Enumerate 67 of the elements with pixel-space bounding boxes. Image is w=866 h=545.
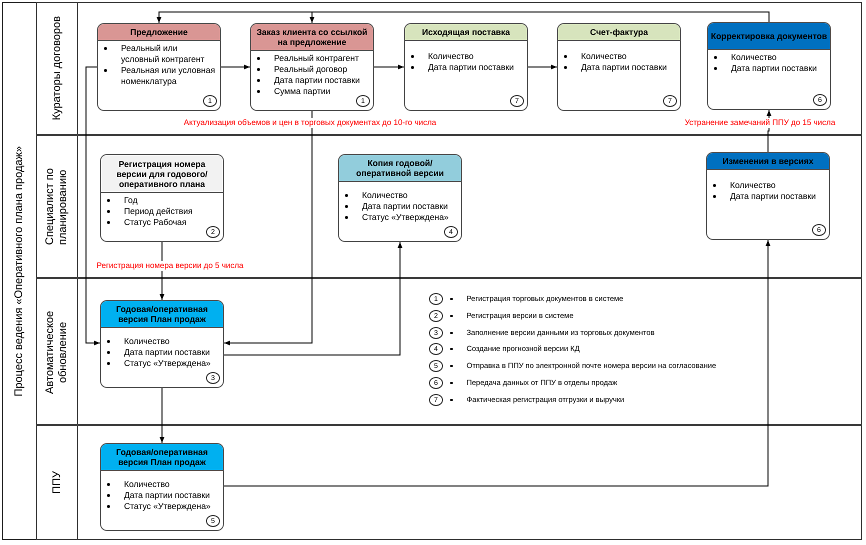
list-item: Дата партии поставки	[428, 62, 514, 73]
card-header: Годовая/оперативная версия План продаж	[101, 444, 223, 471]
card-header: Изменения в версиях	[707, 153, 829, 170]
process-card	[404, 23, 528, 111]
edge-label: Устранение замечаний ППУ до 15 числа	[684, 118, 836, 128]
lane-title: ППУ	[50, 471, 64, 494]
arrow	[310, 12, 770, 24]
list-item: Реальный договор	[274, 64, 348, 75]
list-item: Сумма партии	[274, 86, 330, 97]
list-item: Статус «Утверждена»	[362, 212, 449, 223]
process-card	[97, 23, 221, 111]
list-item: Статус «Утверждена»	[124, 501, 211, 512]
arrow	[374, 64, 404, 70]
list-item: Дата партии поставки	[731, 63, 817, 74]
list-item: Дата партии поставки	[730, 191, 816, 202]
card-header: Регистрация номера версии для годового/ оперативного плана	[101, 155, 223, 193]
list-item: Количество	[581, 51, 627, 62]
card-header: Корректировка документов	[708, 23, 830, 50]
list-item: Дата партии поставки	[581, 62, 667, 73]
list-item: Статус Рабочая	[124, 217, 187, 228]
arrow	[528, 64, 558, 70]
list-item: Реальная или условная номенклатура	[121, 65, 216, 87]
card-header: Годовая/оперативная версия План продаж	[101, 301, 223, 328]
card-header: Предложение	[98, 24, 220, 41]
edge-label: Регистрация номера версии до 5 числа	[96, 261, 244, 271]
swimlane	[36, 425, 862, 540]
process-card	[250, 23, 374, 111]
arrow	[160, 388, 164, 444]
list-item: Количество	[731, 52, 777, 63]
arrow	[86, 66, 100, 346]
arrow	[224, 110, 312, 346]
list-item: Количество	[730, 180, 776, 191]
swimlane	[36, 2, 862, 135]
process-card	[100, 443, 224, 531]
edge-label: Актуализация объемов и цен в торговых документах до 10-го числа	[182, 118, 438, 128]
process-card	[100, 300, 224, 388]
card-header: Исходящая поставка	[405, 24, 527, 41]
card-header: Счет-фактура	[558, 24, 680, 41]
card-header: Заказ клиента со ссылкой на предложение	[251, 24, 373, 51]
arrow	[224, 242, 402, 356]
list-item: Количество	[362, 190, 408, 201]
process-card	[706, 152, 830, 240]
lane-title: Автоматическое обновление	[44, 308, 70, 396]
list-item: Дата партии поставки	[124, 347, 210, 358]
lane-title: Кураторы договоров	[50, 16, 64, 121]
list-item: Реальный или условный контрагент	[121, 43, 206, 65]
list-item: Количество	[124, 479, 170, 490]
arrow	[220, 64, 250, 70]
list-item: Количество	[124, 336, 170, 347]
swimlane	[36, 278, 862, 425]
process-card	[557, 23, 681, 111]
list-item: Год	[124, 195, 138, 206]
process-card	[100, 154, 224, 242]
list-item: Статус «Утверждена»	[124, 358, 211, 369]
list-item: Реальный контрагент	[274, 53, 359, 64]
list-item: Период действия	[124, 206, 193, 217]
pool-title: Процесс ведения «Оперативного плана продаж»	[13, 146, 26, 396]
list-item: Дата партии поставки	[124, 490, 210, 501]
process-card	[338, 154, 462, 242]
arrow	[224, 240, 770, 486]
process-card	[707, 22, 831, 110]
list-item: Дата партии поставки	[274, 75, 360, 86]
card-header: Копия годовой/ оперативной версии	[339, 155, 461, 182]
swimlane	[36, 135, 862, 278]
lane-title: Специалист по планированию	[44, 167, 70, 247]
list-item: Количество	[428, 51, 474, 62]
list-item: Дата партии поставки	[362, 201, 448, 212]
